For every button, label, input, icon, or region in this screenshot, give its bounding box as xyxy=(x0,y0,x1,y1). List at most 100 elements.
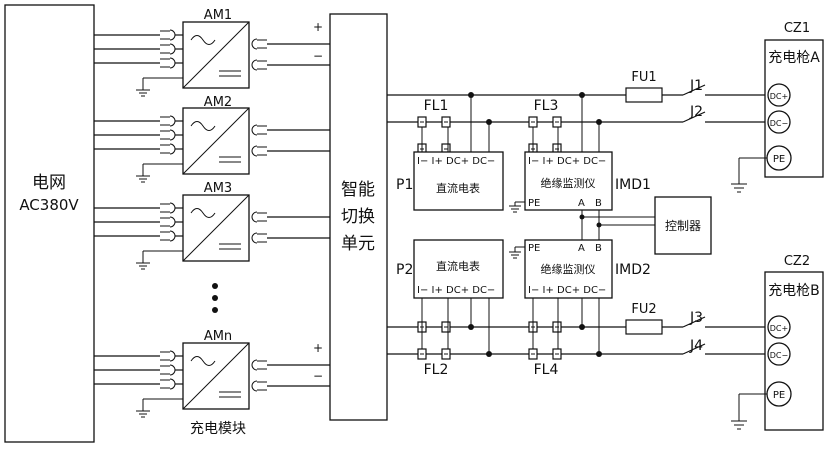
module-am3-label: AM3 xyxy=(204,181,232,196)
plug-icon xyxy=(160,115,176,127)
charging-modules xyxy=(94,21,330,418)
plug-icon xyxy=(160,57,176,69)
ellipsis-dot xyxy=(212,283,218,289)
gun-b-id: CZ2 xyxy=(784,254,810,269)
plug-icon xyxy=(160,43,176,55)
modules-caption: 充电模块 xyxy=(190,421,246,437)
contactor-j3-label: J3 xyxy=(689,310,703,326)
gun-b-pe-label: PE xyxy=(773,390,785,401)
am1-minus-label: − xyxy=(313,49,323,63)
output-plug-icon xyxy=(251,38,267,50)
contactor-j4-label: J4 xyxy=(689,338,703,354)
ac-wave-icon xyxy=(190,35,216,45)
gun-a-id: CZ1 xyxy=(784,21,810,36)
gun-b-name: 充电枪B xyxy=(768,282,820,299)
dc-meter-p2-terminals: I− I+ DC+ DC− xyxy=(417,285,495,296)
plug-icon xyxy=(160,364,176,376)
imd2-pe-label: PE xyxy=(528,243,540,254)
filters xyxy=(417,92,602,360)
imd2-a-label: A xyxy=(578,243,585,254)
switch-unit-label-1: 智能 xyxy=(341,180,375,200)
plug-icon xyxy=(160,202,176,214)
plug-icon xyxy=(160,230,176,242)
module-amn-label: AMn xyxy=(204,329,232,344)
dc-meter-p1-label: P1 xyxy=(396,177,413,193)
switch-unit-label-2: 切换 xyxy=(341,207,375,227)
imd2-label: IMD2 xyxy=(615,262,651,278)
output-plug-icon xyxy=(251,211,267,223)
module-am2-label: AM2 xyxy=(204,95,232,110)
plug-icon xyxy=(160,29,176,41)
intelligent-switch-unit xyxy=(329,13,388,421)
gun-b-ground-icon xyxy=(731,393,767,430)
output-plug-icon xyxy=(251,59,267,71)
fuse-fu1-label: FU1 xyxy=(631,70,656,85)
dc-meter-p1-terminals: I− I+ DC+ DC− xyxy=(417,156,495,167)
ellipsis-dot xyxy=(212,295,218,301)
imd1-b-label: B xyxy=(595,198,602,209)
gun-b-dcminus-label: DC− xyxy=(770,351,788,360)
gun-b-dcplus-terminal xyxy=(767,315,791,339)
controller-label: 控制器 xyxy=(665,219,701,233)
charging-module-3 xyxy=(94,194,330,270)
imd1-terminals: I− I+ DC+ DC− xyxy=(528,156,606,167)
contactor-j1 xyxy=(682,84,706,97)
contactor-j2-label: J2 xyxy=(689,104,703,120)
fuse-fu1 xyxy=(625,87,663,103)
imd2-b-label: B xyxy=(595,243,602,254)
charging-module-1 xyxy=(94,21,330,97)
terminal-wires xyxy=(421,95,600,354)
dc-meter-p2-label: P2 xyxy=(396,262,413,278)
dc-meter-p2 xyxy=(413,239,504,299)
plug-icon xyxy=(160,216,176,228)
dc-meter-p1-name: 直流电表 xyxy=(436,181,480,195)
contactor-j1-label: J1 xyxy=(689,78,703,94)
power-grid-block xyxy=(4,4,95,443)
imd1-a-label: A xyxy=(578,198,585,209)
gun-a-name: 充电枪A xyxy=(768,49,820,66)
fuse-fu2-label: FU2 xyxy=(631,302,656,317)
gun-b-dcplus-label: DC+ xyxy=(770,324,788,333)
plug-icon xyxy=(160,378,176,390)
gun-b-dcminus-terminal xyxy=(767,342,791,366)
output-plug-icon xyxy=(251,380,267,392)
gun-a-dcminus-terminal xyxy=(767,110,791,134)
insulation-monitor-imd1 xyxy=(524,151,613,211)
imd1-pe-label: PE xyxy=(528,198,540,209)
output-plug-icon xyxy=(251,232,267,244)
filter-fl4-label: FL4 xyxy=(534,362,559,378)
charging-module-2 xyxy=(94,107,330,183)
amn-minus-label: − xyxy=(313,369,323,383)
imd1-label: IMD1 xyxy=(615,177,651,193)
filter-fl2-label: FL2 xyxy=(424,362,449,378)
contactor-j4 xyxy=(682,343,706,356)
output-plug-icon xyxy=(251,145,267,157)
charging-module-4 xyxy=(94,342,330,418)
imd2-name: 绝缘监测仪 xyxy=(541,262,596,276)
module-am1-label: AM1 xyxy=(204,8,232,23)
dc-meter-p2-name: 直流电表 xyxy=(436,259,480,273)
imd1-name: 绝缘监测仪 xyxy=(541,176,596,190)
ellipsis-dot xyxy=(212,307,218,313)
ac-wave-icon xyxy=(190,356,216,366)
fuse-fu2 xyxy=(625,319,663,335)
imd2-terminals: I− I+ DC+ DC− xyxy=(528,285,606,296)
insulation-monitor-imd2 xyxy=(524,239,613,299)
gun-a-pe-label: PE xyxy=(773,154,785,165)
gun-a-ground-icon xyxy=(731,157,767,193)
switch-unit-label-3: 单元 xyxy=(341,234,375,254)
filter-fl1-label: FL1 xyxy=(424,98,449,114)
dc-meter-p1 xyxy=(413,151,504,211)
output-plug-icon xyxy=(251,359,267,371)
gun-a-dcplus-label: DC+ xyxy=(770,92,788,101)
ac-wave-icon xyxy=(190,208,216,218)
grid-label: 电网 xyxy=(32,173,66,193)
imd1-ground-icon xyxy=(509,201,525,213)
grid-voltage-label: AC380V xyxy=(19,196,79,214)
imd2-ground-icon xyxy=(509,246,525,259)
plug-icon xyxy=(160,350,176,362)
filter-fl3-label: FL3 xyxy=(534,98,559,114)
ac-wave-icon xyxy=(190,121,216,131)
contactor-j3 xyxy=(682,316,706,329)
